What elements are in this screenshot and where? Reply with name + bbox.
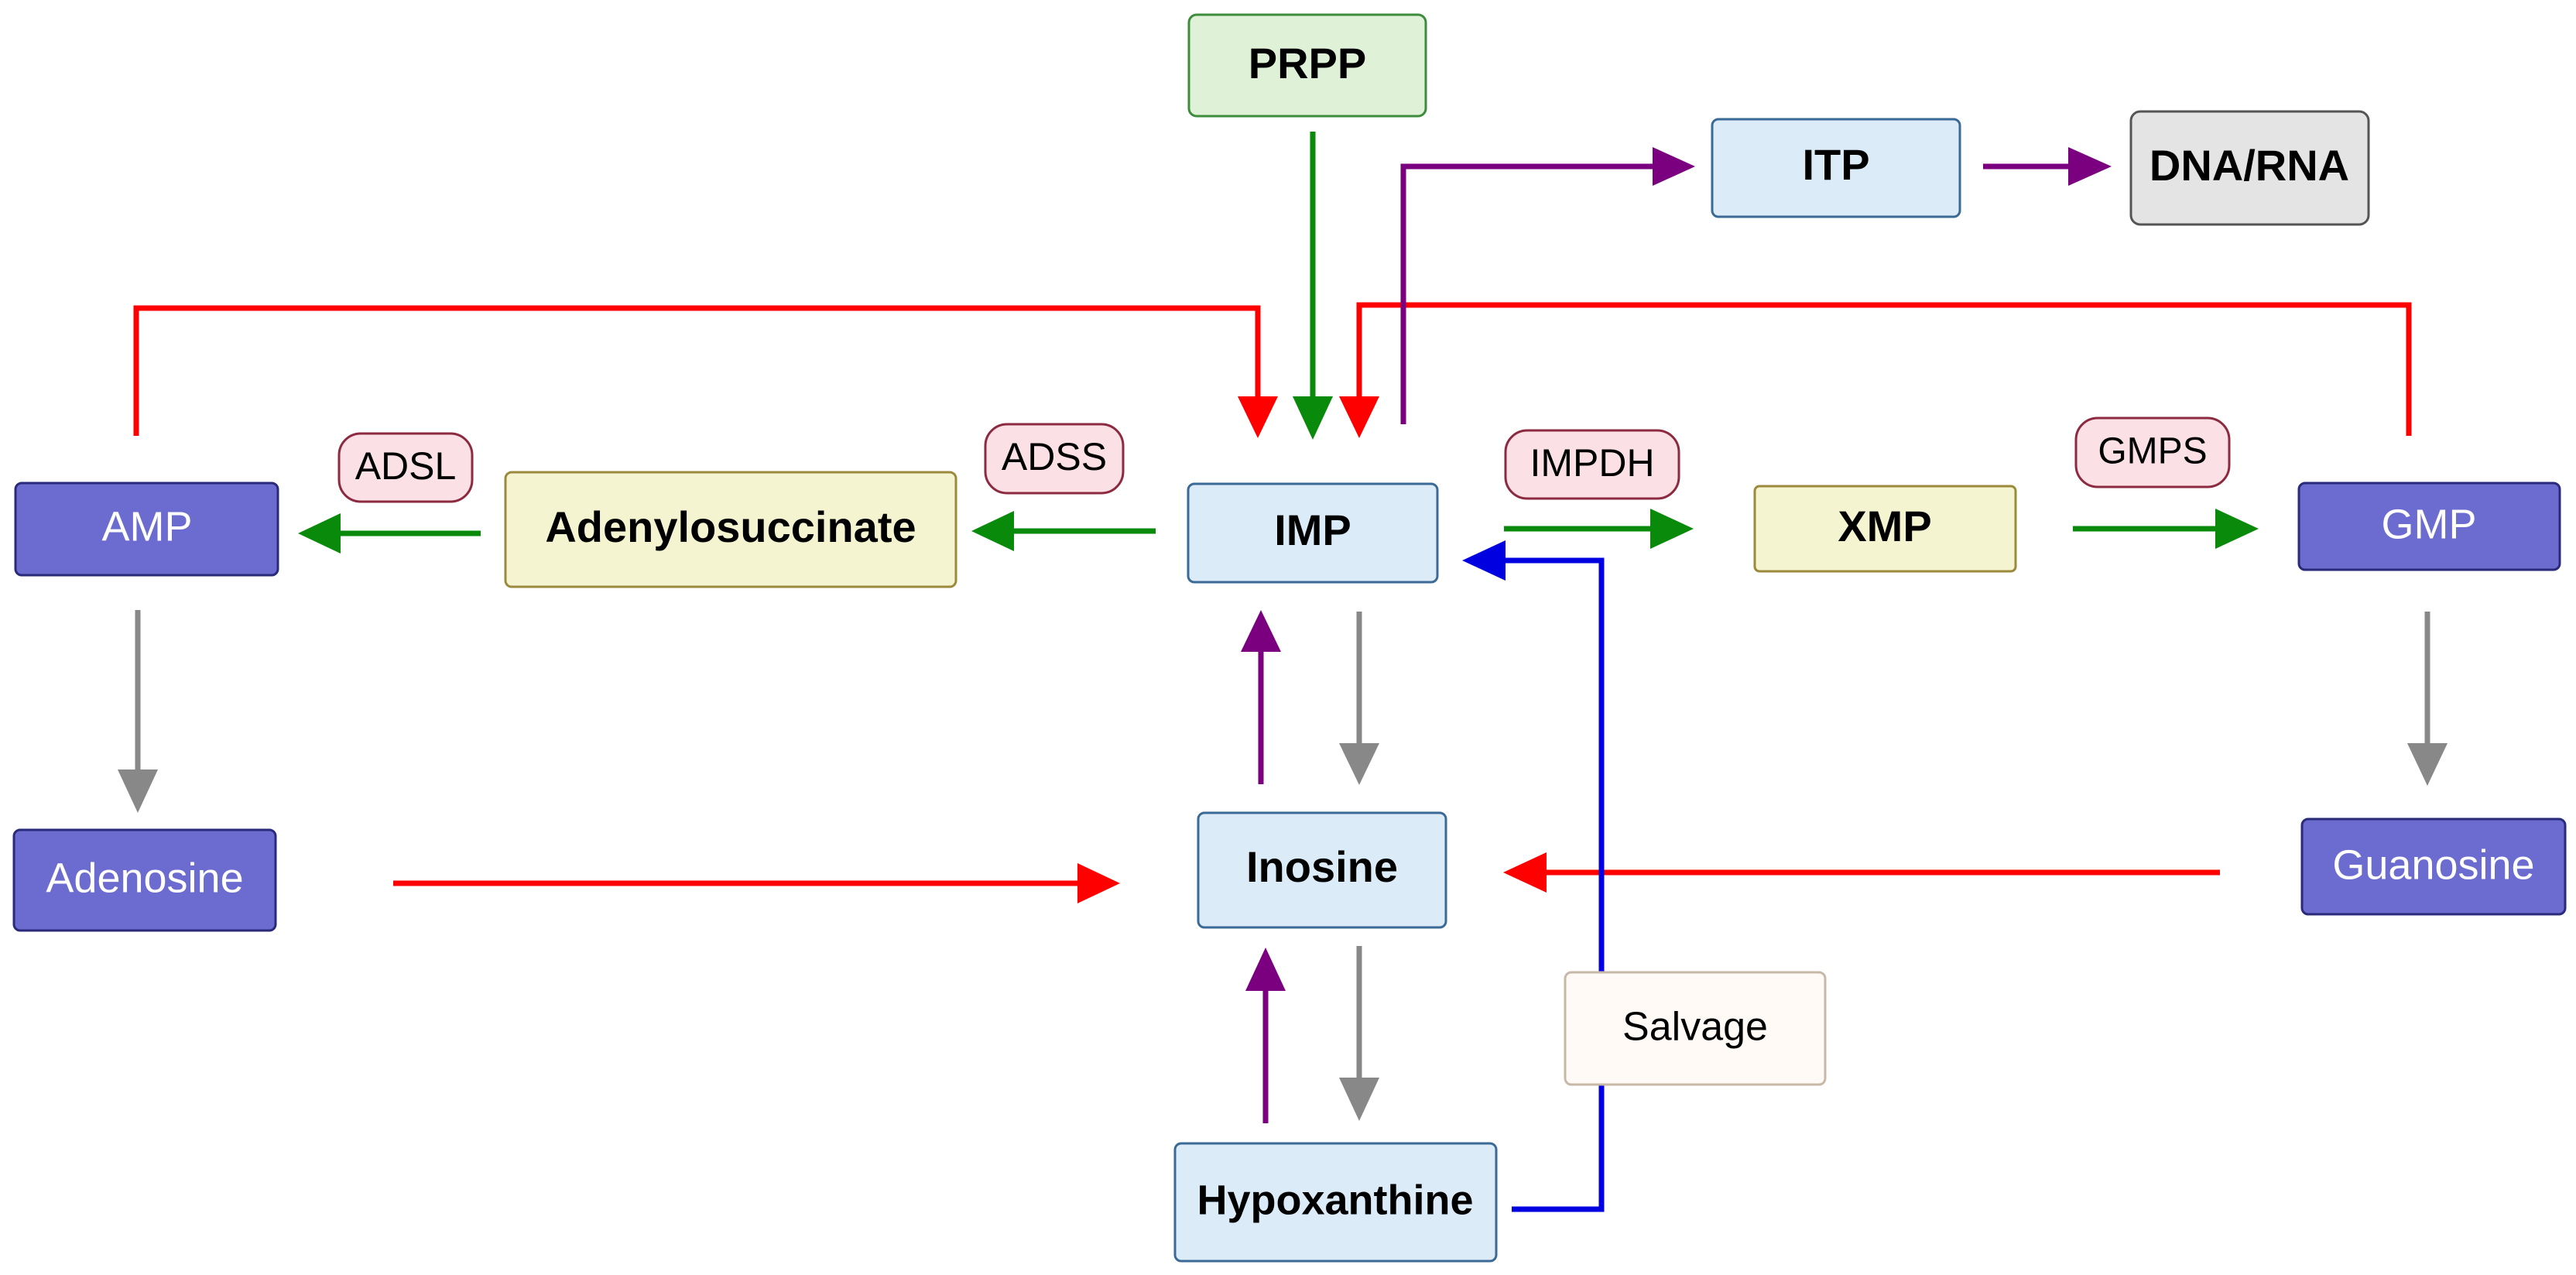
node-dna-rna-label: DNA/RNA <box>2150 141 2349 190</box>
node-dna-rna: DNA/RNA <box>2129 110 2370 226</box>
arrow-imp-to-inosine <box>1339 612 1379 785</box>
node-inosine: Inosine <box>1197 811 1447 929</box>
enzyme-adsl-label: ADSL <box>355 444 457 488</box>
node-imp-label: IMP <box>1274 506 1351 554</box>
arrow-adenylosuccinate-to-amp <box>298 513 481 554</box>
node-amp: AMP <box>14 482 279 577</box>
arrow-xmp-to-gmp <box>2073 509 2259 549</box>
node-salvage-label: Salvage <box>1622 1005 1768 1050</box>
node-prpp-label: PRPP <box>1249 39 1367 87</box>
node-prpp: PRPP <box>1187 13 1427 118</box>
arrow-amp-feedback-to-imp <box>133 305 1278 438</box>
enzyme-gmps: GMPS <box>2074 416 2231 488</box>
node-xmp: XMP <box>1753 485 2017 573</box>
enzyme-adss: ADSS <box>984 423 1125 495</box>
node-gmp: GMP <box>2297 482 2561 571</box>
arrow-itp-to-dna-rna <box>1983 147 2112 186</box>
node-adenosine: Adenosine <box>12 828 277 932</box>
arrow-imp-to-adenylosuccinate <box>971 511 1156 551</box>
node-amp-label: AMP <box>101 503 192 550</box>
node-hypoxanthine-label: Hypoxanthine <box>1197 1177 1473 1223</box>
arrow-inosine-to-imp <box>1241 610 1281 784</box>
arrow-gmp-feedback-to-imp <box>1339 302 2412 438</box>
node-itp-label: ITP <box>1802 140 1869 189</box>
enzyme-gmps-label: GMPS <box>2098 431 2207 472</box>
arrow-prpp-to-imp <box>1293 132 1333 440</box>
enzyme-impdh: IMPDH <box>1504 429 1680 500</box>
enzyme-adss-label: ADSS <box>1002 435 1107 478</box>
node-gmp-label: GMP <box>2381 501 2476 547</box>
arrow-hypoxanthine-salvage-to-imp <box>1462 540 1605 1212</box>
node-adenylosuccinate: Adenylosuccinate <box>504 471 957 588</box>
node-hypoxanthine: Hypoxanthine <box>1173 1142 1498 1263</box>
node-inosine-label: Inosine <box>1246 842 1398 891</box>
arrow-adenosine-to-inosine <box>393 863 1120 903</box>
arrow-hypoxanthine-to-inosine <box>1245 948 1286 1123</box>
arrow-imp-to-xmp <box>1504 509 1694 549</box>
arrow-imp-to-itp <box>1400 147 1695 424</box>
enzyme-impdh-label: IMPDH <box>1530 441 1654 485</box>
arrow-amp-to-adenosine <box>118 610 158 813</box>
node-guanosine: Guanosine <box>2300 817 2567 916</box>
node-salvage: Salvage <box>1564 971 1827 1086</box>
node-imp: IMP <box>1187 482 1439 584</box>
node-adenosine-label: Adenosine <box>46 855 243 901</box>
node-xmp-label: XMP <box>1838 502 1931 550</box>
enzyme-adsl: ADSL <box>337 432 474 503</box>
node-itp: ITP <box>1711 118 1961 218</box>
node-guanosine-label: Guanosine <box>2332 841 2534 888</box>
arrow-guanosine-to-inosine <box>1503 852 2220 893</box>
node-adenylosuccinate-label: Adenylosuccinate <box>545 502 916 551</box>
arrow-inosine-to-hypoxanthine <box>1339 946 1379 1121</box>
arrow-gmp-to-guanosine <box>2407 612 2448 786</box>
